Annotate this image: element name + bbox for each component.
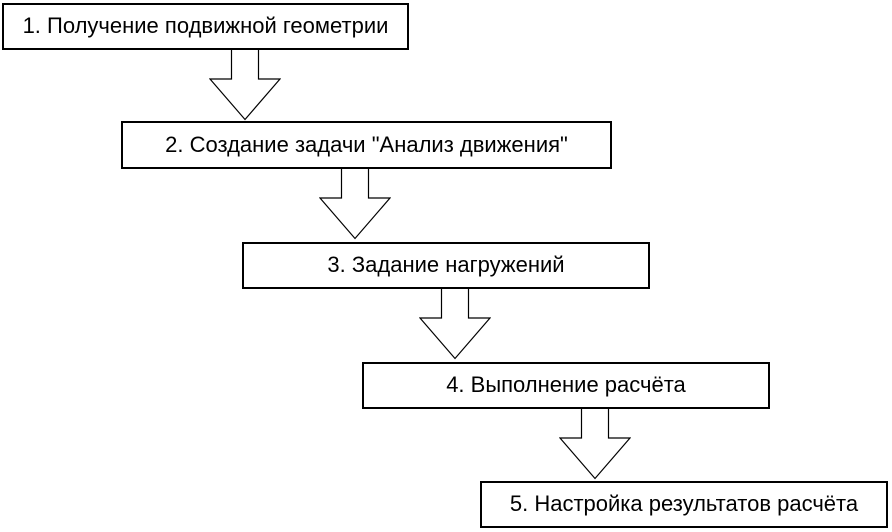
step-box-3: 3. Задание нагружений xyxy=(242,242,650,289)
down-arrow-icon xyxy=(559,409,631,480)
step-2-label: 2. Создание задачи "Анализ движения" xyxy=(165,131,568,157)
step-4-label: 4. Выполнение расчёта xyxy=(446,372,686,398)
step-box-4: 4. Выполнение расчёта xyxy=(362,362,770,409)
step-5-label: 5. Настройка результатов расчёта xyxy=(509,491,859,517)
step-box-5: 5. Настройка результатов расчёта xyxy=(480,481,888,528)
step-box-1: 1. Получение подвижной геометрии xyxy=(2,3,409,50)
step-1-label: 1. Получение подвижной геометрии xyxy=(22,13,389,39)
down-arrow-icon xyxy=(319,169,391,240)
step-3-label: 3. Задание нагружений xyxy=(327,252,565,278)
step-box-2: 2. Создание задачи "Анализ движения" xyxy=(121,121,612,169)
down-arrow-icon xyxy=(419,289,491,360)
down-arrow-icon xyxy=(209,50,281,121)
